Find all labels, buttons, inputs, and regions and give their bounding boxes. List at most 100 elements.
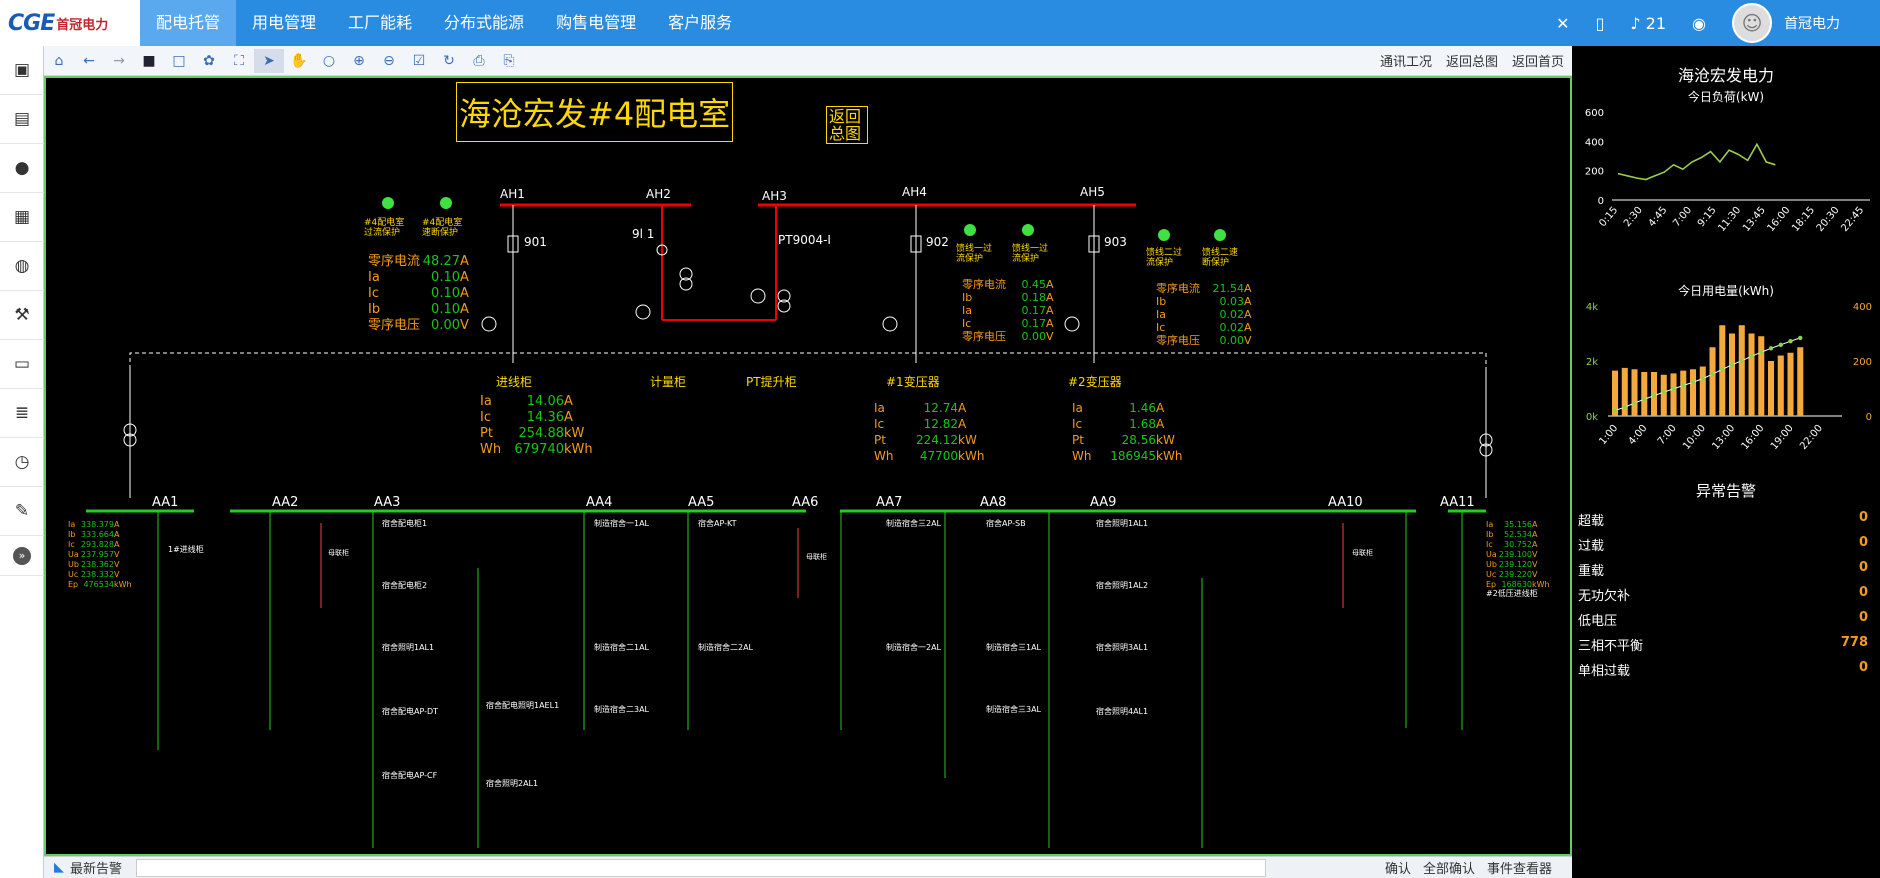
switch-911[interactable]: 9l 1	[632, 227, 655, 241]
switch-902[interactable]: 902	[926, 235, 949, 249]
avatar[interactable]: ☺	[1732, 3, 1772, 43]
link-return-overview[interactable]: 返回总图	[1445, 55, 1498, 70]
feeder-label[interactable]: 宿舍照明2AL1	[486, 779, 539, 788]
lv-cabinet-aa11[interactable]: AA11	[1440, 495, 1475, 510]
feeder-label[interactable]: 宿舍照明4AL1	[1096, 707, 1149, 716]
feeder-label[interactable]: 宿舍配电AP-CF	[382, 771, 438, 780]
bell-icon[interactable]: ♪ 21	[1630, 13, 1667, 33]
feeder-label[interactable]: 制造宿舍二1AL	[594, 643, 650, 652]
lv-cabinet-aa9[interactable]: AA9	[1090, 495, 1117, 510]
print-preview-icon[interactable]: ⎘	[503, 52, 515, 69]
fit-icon[interactable]: ⛶	[234, 52, 244, 69]
cabinet-ah5[interactable]: AH5	[1080, 185, 1105, 199]
feeder-label[interactable]: 宿舍照明1AL2	[1096, 581, 1149, 590]
feeder-label[interactable]: 宿舍配电柜1	[382, 519, 428, 528]
list-icon[interactable]: ≣	[0, 389, 44, 438]
meas-key: Ic	[874, 417, 885, 431]
feeder-label[interactable]: 宿舍照明1AL1	[382, 643, 435, 652]
hand-icon[interactable]: ✋	[290, 52, 308, 69]
lv-cabinet-aa2[interactable]: AA2	[272, 495, 299, 510]
wrench-icon[interactable]: ⚒	[0, 291, 44, 340]
cabinet-ah3[interactable]: AH3	[762, 189, 787, 203]
cabinet-ah4[interactable]: AH4	[902, 185, 927, 199]
confirm-all-button[interactable]: 全部确认	[1422, 862, 1475, 877]
refresh-icon[interactable]: ↻	[443, 52, 455, 69]
check-icon[interactable]: ☑	[412, 52, 426, 69]
switch-901[interactable]: 901	[524, 235, 547, 249]
switch-903[interactable]: 903	[1104, 235, 1127, 249]
nav-item-distributed-energy[interactable]: 分布式能源	[444, 13, 525, 32]
feeder-label[interactable]: 制造宿舍二3AL	[594, 705, 650, 714]
logo[interactable]: CGE 首冠电力	[0, 0, 140, 46]
print-icon[interactable]: ⎙	[473, 52, 485, 69]
nav-item-power-hosting[interactable]: 配电托管	[140, 0, 237, 46]
palette-icon[interactable]: ✿	[203, 52, 215, 69]
zoom-out-icon[interactable]: ⊖	[383, 52, 395, 69]
nav-item-factory-energy[interactable]: 工厂能耗	[348, 13, 413, 32]
zoom-in-icon[interactable]: ⊕	[353, 52, 365, 69]
feeder-label[interactable]: 制造宿舍三3AL	[986, 705, 1042, 714]
report-icon[interactable]: ▦	[0, 193, 44, 242]
user-icon[interactable]: ●	[0, 144, 44, 193]
lv-cabinet-aa3[interactable]: AA3	[374, 495, 401, 510]
feeder-label[interactable]: 宿舍AP-KT	[698, 519, 737, 528]
feeder-label[interactable]: 宿舍配电柜2	[382, 581, 428, 590]
lv-cabinet-aa10[interactable]: AA10	[1328, 495, 1363, 510]
back-icon[interactable]: ←	[83, 52, 95, 69]
event-viewer-button[interactable]: 事件查看器	[1486, 862, 1552, 877]
confirm-button[interactable]: 确认	[1384, 862, 1411, 877]
lv-cabinet-aa6[interactable]: AA6	[792, 495, 819, 510]
feeder-label[interactable]: 制造宿舍三1AL	[986, 643, 1042, 652]
link-return-home[interactable]: 返回首页	[1511, 55, 1564, 70]
cabinet-ah2[interactable]: AH2	[646, 187, 671, 201]
feeder-label[interactable]: 制造宿舍二2AL	[698, 643, 754, 652]
feeder-label[interactable]: 制造宿舍一2AL	[886, 643, 942, 652]
fill-square-icon[interactable]: ■	[142, 52, 156, 69]
cabinet-ah1[interactable]: AH1	[500, 187, 525, 201]
home-icon[interactable]: ⌂	[54, 52, 64, 69]
meas-value: 1.68	[1129, 417, 1156, 431]
feeder-label[interactable]: 宿舍照明1AL1	[1096, 519, 1149, 528]
energy-bar	[1777, 355, 1784, 416]
fullscreen-icon[interactable]: ✕	[1556, 13, 1570, 33]
trend-icon[interactable]: ▤	[0, 95, 44, 144]
feeder-label[interactable]: 制造宿舍三2AL	[886, 519, 942, 528]
monitor-icon[interactable]: ▣	[0, 46, 44, 95]
lv-cabinet-aa8[interactable]: AA8	[980, 495, 1007, 510]
forward-icon[interactable]: →	[113, 52, 125, 69]
clock-icon[interactable]: ◷	[0, 438, 44, 487]
screen-icon[interactable]: ▭	[0, 340, 44, 389]
lv-cabinet-aa7[interactable]: AA7	[876, 495, 903, 510]
alarm-message-field[interactable]	[136, 858, 1267, 877]
user-name[interactable]: 首冠电力	[1784, 16, 1840, 32]
nav-item-customer-service[interactable]: 客户服务	[668, 13, 733, 32]
feeder-label[interactable]: 宿舍照明3AL1	[1096, 643, 1149, 652]
wifi-icon[interactable]: ◉	[1692, 13, 1706, 33]
feeder-label[interactable]: 宿舍配电AP-DT	[382, 707, 439, 716]
feeder-label[interactable]: 制造宿舍一1AL	[594, 519, 650, 528]
nav-item-power-trading[interactable]: 购售电管理	[556, 13, 637, 32]
link-comm-status[interactable]: 通讯工况	[1379, 55, 1432, 70]
staff-icon[interactable]: ◍	[0, 242, 44, 291]
nav-item-power-usage[interactable]: 用电管理	[252, 13, 317, 32]
expand-button[interactable]: »	[0, 536, 44, 576]
switch-pt9004[interactable]: PT9004-I	[778, 233, 831, 247]
edit-icon[interactable]: ✎	[0, 487, 44, 536]
return-overview-button[interactable]: 返回总图	[826, 106, 868, 144]
lv-cabinet-aa5[interactable]: AA5	[688, 495, 715, 510]
mobile-icon[interactable]: ▯	[1595, 13, 1605, 33]
feeder-label[interactable]: 宿舍AP-SB	[986, 519, 1026, 528]
lv-cabinet-aa4[interactable]: AA4	[586, 495, 613, 510]
empty-square-icon[interactable]: □	[172, 52, 186, 69]
lv-cabinet-aa1[interactable]: AA1	[152, 495, 179, 510]
pointer-icon[interactable]: ➤	[254, 48, 284, 73]
feeder-label[interactable]: 宿舍配电照明1AEL1	[486, 701, 560, 710]
search-icon[interactable]: ○	[322, 52, 336, 69]
